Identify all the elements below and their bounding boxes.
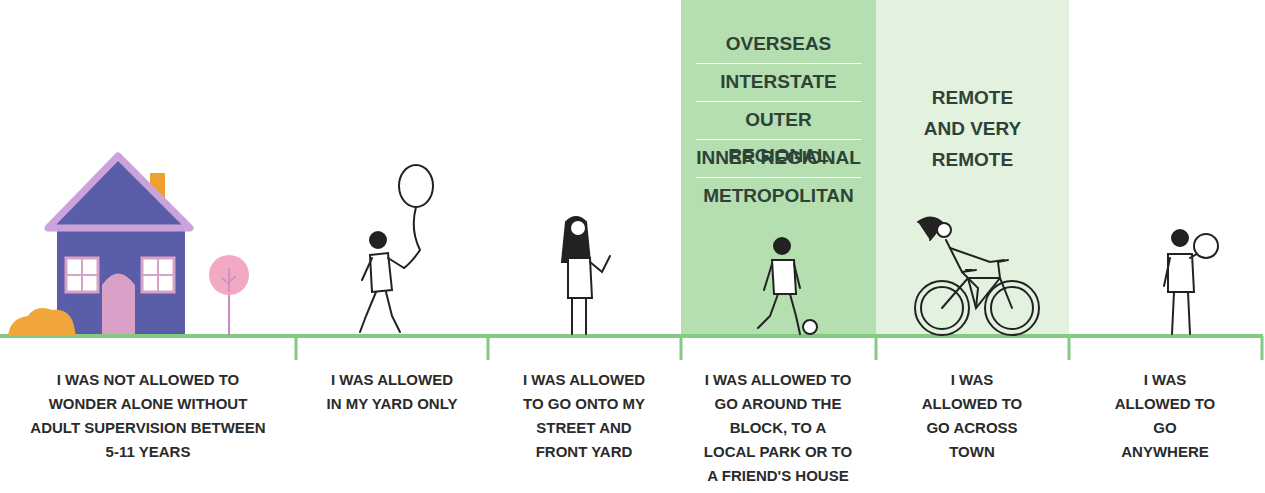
band-label: INTERSTATE [696,64,861,102]
band-label: OUTER REGIONAL [696,102,861,140]
band-label: OVERSEAS [696,26,861,64]
timeline-caption: I WAS ALLOWED TO GO ONTO MY STREET AND F… [514,368,654,464]
house-illustration [8,156,249,336]
band-text-group: REMOTE AND VERY REMOTE [876,82,1069,175]
timeline-ticks [296,336,1262,360]
region-band: OVERSEASINTERSTATEOUTER REGIONALINNER RE… [681,0,876,336]
band-label: REMOTE AND VERY REMOTE [917,82,1029,175]
remote-band: REMOTE AND VERY REMOTE [876,0,1069,336]
band-text-group: OVERSEASINTERSTATEOUTER REGIONALINNER RE… [681,26,876,215]
timeline-caption: I WAS ALLOWED TO GO ANYWHERE [1110,368,1220,464]
band-label: METROPOLITAN [696,178,861,215]
timeline-line [0,334,1263,338]
balloon-child [360,165,433,332]
timeline-caption: I WAS ALLOWED IN MY YARD ONLY [322,368,462,416]
timeline-caption: I WAS ALLOWED TO GO ACROSS TOWN [917,368,1027,464]
timeline-caption: I WAS ALLOWED TO GO AROUND THE BLOCK, TO… [703,368,853,488]
standing-man [1164,230,1218,334]
timeline-caption: I WAS NOT ALLOWED TO WONDER ALONE WITHOU… [28,368,268,464]
band-label: INNER REGIONAL [696,140,861,178]
standing-woman [562,217,610,334]
